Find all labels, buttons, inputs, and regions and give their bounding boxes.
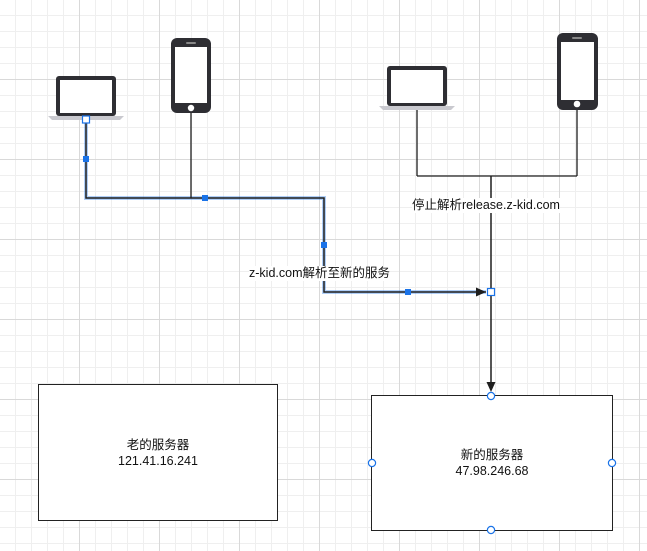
laptop-icon-left[interactable] xyxy=(48,76,124,120)
phone-icon-right[interactable] xyxy=(557,33,598,110)
edge-waypoint-handle[interactable] xyxy=(321,242,327,248)
old-server-ip: 121.41.16.241 xyxy=(118,453,198,468)
edge-waypoint-handle[interactable] xyxy=(83,156,89,162)
migrate-edge[interactable] xyxy=(84,113,486,297)
stop-edge[interactable] xyxy=(416,110,578,392)
phone-icon-left[interactable] xyxy=(171,38,211,113)
new-server-name: 新的服务器 xyxy=(460,448,524,462)
old-server-name: 老的服务器 xyxy=(126,437,190,452)
old-server-box[interactable]: 老的服务器 121.41.16.241 xyxy=(38,384,278,521)
edge-end-handle[interactable] xyxy=(486,287,496,297)
new-server-box[interactable]: 新的服务器 47.98.246.68 xyxy=(371,395,613,531)
migrate-resolve-label: z-kid.com解析至新的服务 xyxy=(249,266,390,281)
laptop-icon-right[interactable] xyxy=(379,66,455,110)
edge-start-handle[interactable] xyxy=(81,115,91,124)
edge-waypoint-handle[interactable] xyxy=(202,195,208,201)
edge-waypoint-handle[interactable] xyxy=(405,289,411,295)
new-server-ip: 47.98.246.68 xyxy=(455,464,529,478)
stop-resolve-label: 停止解析release.z-kid.com xyxy=(412,198,560,213)
